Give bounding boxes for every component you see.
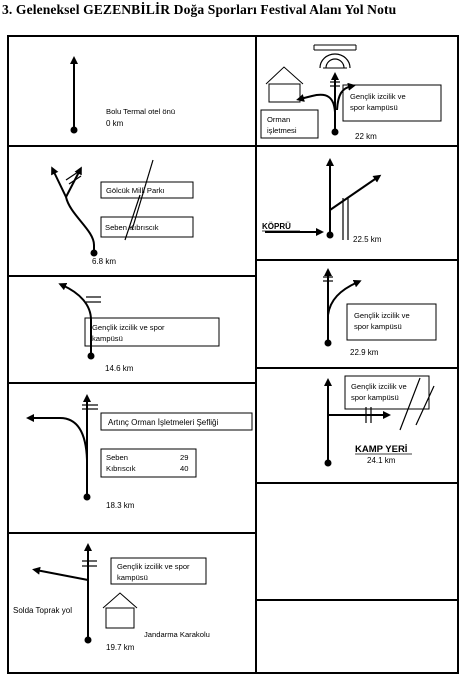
panel-5 [32,543,207,644]
branch-tick [68,175,82,185]
p1-km: 0 km [106,119,124,128]
p5-box [110,557,207,585]
p2-label-b: Seben Kıbrıscık [105,223,159,232]
panel-1: Bolu Termal otel önü 0 km [70,56,175,134]
p8-label-2: spor kampüsü [354,322,402,331]
p6-km: 22 km [355,132,377,141]
p6-orman-1: Orman [267,115,290,124]
p4-dot [83,493,91,501]
start-dot [70,126,78,134]
panel-4 [26,394,253,501]
left-turn-arrow [26,414,88,461]
p9-box [344,375,430,410]
right-branch-arrow [65,166,82,198]
p2-dot [90,249,98,257]
p3-km: 14.6 km [105,364,134,373]
p4-box [100,412,253,431]
p4-dest2-val: 40 [180,464,188,473]
right-turn-arrow [327,279,362,316]
p8-km: 22.9 km [350,348,379,357]
p9-km: 24.1 km [367,456,396,465]
right-turn-arrow [336,82,356,111]
left-dirt-road-arrow [32,566,89,581]
p3-dot [87,352,95,360]
p2-box-a [100,181,194,199]
panel-grid [7,35,459,674]
p4-dest-box [100,448,197,478]
outer-frame [7,35,459,674]
p1-label: Bolu Termal otel önü [106,107,175,116]
p6-label-2: spor kampüsü [350,103,398,112]
page-title: 3. Geleneksel GEZENBİLİR Doğa Sporları F… [2,2,397,17]
panel-6 [260,44,442,139]
right-branch-arrow [329,174,382,211]
p9-label-1: Gençlik izcilik ve [351,382,407,391]
p3-box [84,317,220,347]
p3-label-1: Gençlik izcilik ve spor [92,323,165,332]
p6-box [342,84,442,122]
left-branch-arrow [51,166,95,253]
p5-dot [84,636,92,644]
p4-km: 18.3 km [106,501,135,510]
p6-dot [331,128,339,136]
p6-orman-2: işletmesi [267,126,297,135]
branch-tick [65,171,79,181]
p3-label-2: kampüsü [92,334,123,343]
p6-label-1: Gençlik izcilik ve [350,92,406,101]
p9-camp-label: KAMP YERİ [355,444,407,455]
crossing-line [415,385,435,426]
panel-8 [323,268,437,347]
panel-2 [51,159,194,257]
p8-label-1: Gençlik izcilik ve [354,311,410,320]
house-icon [102,592,138,629]
p8-dot [324,339,332,347]
p5-label-1: Gençlik izcilik ve spor [117,562,190,571]
p7-km: 22.5 km [353,235,382,244]
crossing-line [131,159,154,231]
p9-dot [324,459,332,467]
p9-label-2: spor kampüsü [351,393,399,402]
p4-label: Artınç Orman İşletmeleri Şefliği [108,418,218,427]
p5-building-label: Jandarma Karakolu [144,630,210,639]
panel-7 [265,158,382,240]
gate-arch [319,53,351,69]
p8-box [346,303,437,341]
p2-label-a: Gölcük Milli Parkı [106,186,165,195]
panel-3 [58,282,220,360]
panel-9 [324,375,435,467]
p4-dest2-name: Kıbrıscık [106,464,136,473]
p4-dest1-val: 29 [180,453,188,462]
p5-left-label: Solda Toprak yol [13,606,72,615]
left-turn-arrow [58,282,92,356]
p7-dot [326,231,334,239]
p5-label-2: kampüsü [117,573,148,582]
p5-km: 19.7 km [106,643,135,652]
left-turn-arrow [296,93,336,113]
p7-bridge-label: KÖPRÜ [262,222,291,231]
crossing-line [399,377,421,431]
p2-km: 6.8 km [92,257,116,266]
p4-dest1-name: Seben [106,453,128,462]
house-icon [265,66,304,103]
p2-box-b [100,216,194,238]
p6-orman-box [260,109,319,139]
